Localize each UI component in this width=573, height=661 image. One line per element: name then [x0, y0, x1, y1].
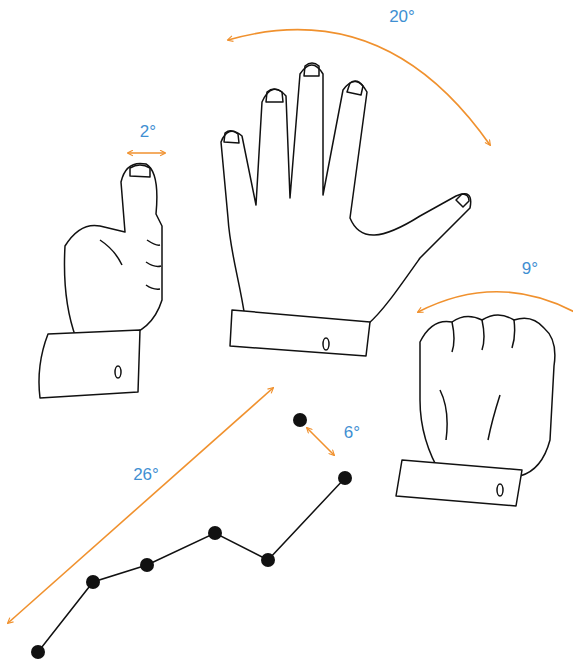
fist	[396, 315, 555, 506]
fist-arrow	[418, 292, 573, 315]
angle-label: 2°	[138, 122, 158, 141]
star-lines	[38, 478, 345, 652]
fist-outline	[420, 315, 555, 476]
star-dot	[86, 575, 100, 589]
thumb-nail	[130, 165, 150, 177]
open-hand	[221, 63, 471, 356]
angle-label: 20°	[387, 7, 417, 26]
star-dot	[261, 553, 275, 567]
finger-creases	[100, 240, 161, 289]
sleeve-cuff	[396, 460, 522, 506]
star-pattern	[31, 413, 352, 659]
cuff-button	[323, 338, 329, 350]
thumb-hand	[39, 163, 162, 398]
thumb-arrow	[128, 152, 165, 154]
gap-arrow	[307, 428, 334, 455]
angle-label: 9°	[520, 259, 540, 278]
angle-label: 6°	[342, 423, 362, 442]
angle-label: 26°	[131, 465, 161, 484]
span-arrow	[228, 30, 490, 145]
measure-arrows	[8, 30, 573, 623]
sleeve-cuff	[230, 310, 370, 356]
stars	[31, 413, 352, 659]
length-arrow	[8, 388, 273, 623]
star-dot	[140, 558, 154, 572]
star-dot	[31, 645, 45, 659]
star-dot	[293, 413, 307, 427]
cuff-button	[115, 366, 121, 378]
finger-nails	[224, 63, 469, 207]
star-dot	[338, 471, 352, 485]
thumb-hand-outline	[64, 163, 162, 338]
knuckle-lines	[440, 320, 515, 440]
sleeve-cuff	[39, 330, 140, 398]
open-hand-outline	[221, 65, 471, 324]
cuff-button	[497, 484, 503, 496]
star-dot	[208, 526, 222, 540]
